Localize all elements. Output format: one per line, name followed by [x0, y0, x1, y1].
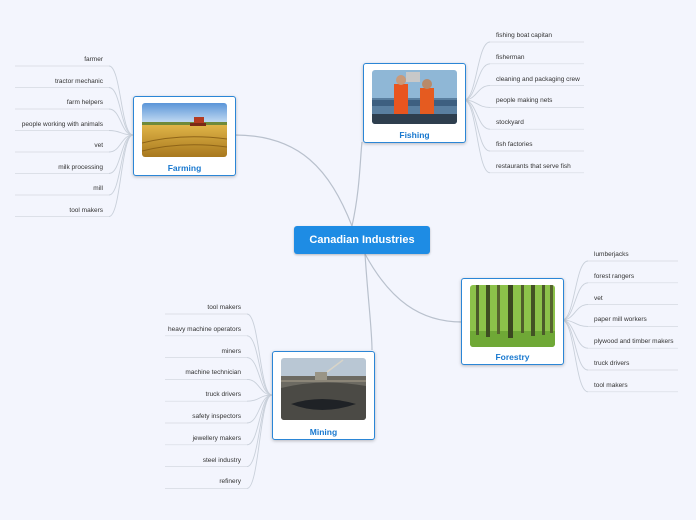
leaf-connector-farming: [108, 134, 134, 217]
connector-center-forestry: [364, 253, 463, 323]
leaf-connector-forestry: [561, 319, 589, 393]
leaf-topic-mining[interactable]: jewellery makers: [192, 434, 241, 442]
leaf-connector-farming: [108, 108, 134, 136]
leaf-topic-farming[interactable]: tool makers: [69, 206, 103, 214]
leaf-connector-mining: [246, 335, 273, 396]
leaf-topic-forestry[interactable]: plywood and timber makers: [594, 338, 674, 346]
leaf-topic-forestry[interactable]: tool makers: [594, 381, 628, 389]
green-forest-photo: [470, 285, 555, 347]
leaf-connector-fishing: [463, 85, 491, 101]
leaf-connector-mining: [246, 394, 273, 489]
leaf-connector-fishing: [463, 99, 491, 152]
leaf-connector-forestry: [561, 304, 589, 321]
leaf-topic-farming[interactable]: people working with animals: [21, 120, 103, 128]
leaf-topic-mining[interactable]: machine technician: [185, 369, 241, 377]
leaf-topic-farming[interactable]: mill: [93, 185, 103, 192]
leaf-topic-mining[interactable]: steel industry: [202, 456, 241, 464]
leaf-topic-forestry[interactable]: paper mill workers: [594, 316, 647, 324]
connector-center-mining: [364, 253, 373, 351]
leaf-topic-forestry[interactable]: lumberjacks: [594, 251, 629, 258]
leaf-topic-farming[interactable]: vet: [94, 142, 103, 149]
leaf-topic-forestry[interactable]: vet: [594, 294, 603, 302]
wheat-field-harvester-photo: [142, 103, 227, 157]
leaf-topic-farming[interactable]: milk processing: [58, 163, 103, 171]
leaf-topic-fishing[interactable]: fishing boat capitan: [496, 32, 553, 39]
leaf-connector-forestry: [561, 319, 589, 371]
leaf-connector-fishing: [463, 63, 491, 101]
leaf-topic-farming[interactable]: farm helpers: [66, 99, 103, 106]
leaf-connector-mining: [246, 313, 273, 396]
leaf-topic-fishing[interactable]: cleaning and packaging crew: [496, 75, 580, 83]
leaf-connector-fishing: [463, 99, 491, 174]
leaf-connector-fishing: [463, 41, 491, 101]
leaf-topic-fishing[interactable]: stockyard: [496, 119, 524, 127]
branch-mining[interactable]: Mining: [272, 351, 375, 440]
connector-center-farming: [234, 134, 353, 227]
branch-forestry-label: Forestry: [495, 352, 530, 362]
branch-mining-label: Mining: [309, 427, 338, 437]
central-topic-label: Canadian Industries: [309, 234, 415, 246]
leaf-topic-farming[interactable]: farmer: [84, 56, 103, 63]
leaf-connector-farming: [108, 134, 134, 174]
leaf-connector-forestry: [561, 282, 589, 321]
leaf-topic-fishing[interactable]: fisherman: [496, 53, 525, 61]
branch-fishing[interactable]: Fishing: [363, 63, 466, 143]
fishermen-on-boat-photo: [372, 70, 457, 124]
leaf-topic-fishing[interactable]: fish factories: [496, 141, 533, 148]
leaf-connector-mining: [246, 394, 273, 446]
branch-farming[interactable]: Farming: [133, 96, 236, 176]
open-pit-mine-photo: [281, 358, 366, 420]
central-topic[interactable]: Canadian Industries: [294, 226, 430, 254]
branch-fishing-label: Fishing: [399, 130, 430, 140]
leaf-topic-mining[interactable]: truck drivers: [205, 391, 241, 399]
leaf-connector-mining: [246, 378, 273, 396]
leaf-topic-mining[interactable]: miners: [221, 347, 241, 355]
leaf-topic-forestry[interactable]: forest rangers: [594, 272, 635, 280]
leaf-topic-mining[interactable]: safety inspectors: [192, 413, 241, 420]
leaf-topic-farming[interactable]: tractor mechanic: [54, 77, 103, 85]
leaf-connector-mining: [246, 357, 273, 396]
leaf-connector-farming: [108, 87, 134, 136]
leaf-topic-mining[interactable]: heavy machine operators: [168, 325, 241, 333]
leaf-topic-fishing[interactable]: people making nets: [496, 97, 553, 105]
leaf-topic-forestry[interactable]: truck drivers: [594, 360, 630, 367]
leaf-topic-fishing[interactable]: restaurants that serve fish: [496, 162, 571, 170]
connector-center-fishing: [351, 141, 363, 227]
branch-forestry[interactable]: Forestry: [461, 278, 564, 365]
branch-farming-label: Farming: [167, 163, 202, 173]
leaf-connector-forestry: [561, 260, 589, 321]
leaf-connector-mining: [246, 394, 273, 468]
leaf-topic-mining[interactable]: tool makers: [207, 304, 241, 311]
leaf-connector-farming: [108, 65, 134, 136]
leaf-topic-mining[interactable]: refinery: [219, 478, 241, 486]
